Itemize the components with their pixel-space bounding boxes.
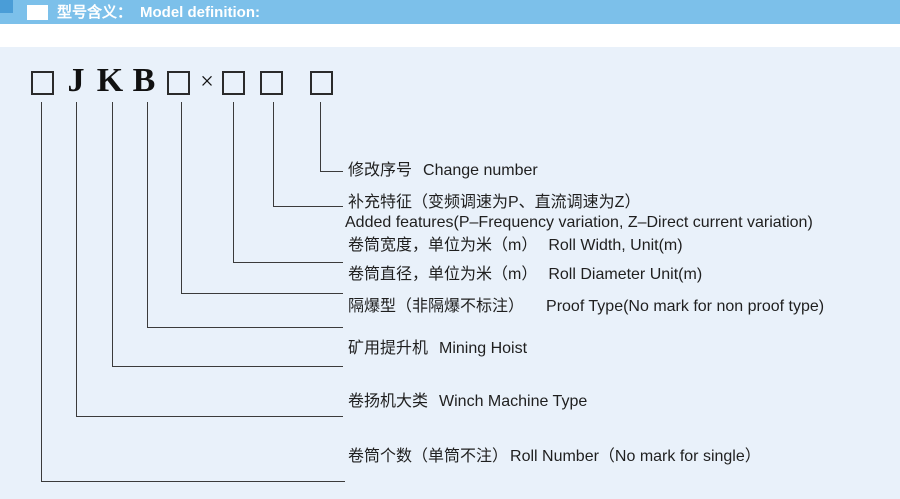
label-change-number-en: Change number bbox=[423, 162, 538, 179]
label-mining-hoist-en: Mining Hoist bbox=[439, 340, 528, 357]
model-box-diameter bbox=[167, 71, 190, 95]
label-change-number: 修改序号 Change number bbox=[348, 161, 538, 181]
label-winch-type-en: Winch Machine Type bbox=[439, 393, 588, 410]
label-roll-diameter-zh: 卷筒直径，单位为米（m） bbox=[348, 266, 538, 283]
label-proof-type: 隔爆型（非隔爆不标注） Proof Type(No mark for non pr… bbox=[348, 297, 824, 317]
corner-accent-square bbox=[0, 0, 13, 13]
label-winch-type: 卷扬机大类 Winch Machine Type bbox=[348, 392, 587, 412]
connector-added-features bbox=[273, 102, 343, 207]
label-mining-hoist-zh: 矿用提升机 bbox=[348, 340, 429, 357]
connector-winch-type bbox=[76, 102, 343, 417]
model-box-width bbox=[222, 71, 245, 95]
label-roll-number-en: Roll Number（No mark for single） bbox=[510, 448, 761, 465]
label-roll-number: 卷筒个数（单筒不注）Roll Number（No mark for single… bbox=[348, 447, 761, 467]
label-added-features: 补充特征（变频调速为P、直流调速为Z） Added features(P–Freq… bbox=[345, 193, 813, 233]
label-roll-width: 卷筒宽度，单位为米（m） Roll Width, Unit(m) bbox=[348, 236, 683, 256]
model-box-roll-number bbox=[31, 71, 54, 95]
connector-mining-hoist bbox=[112, 102, 343, 367]
label-roll-diameter-en: Roll Diameter Unit(m) bbox=[548, 266, 703, 283]
label-added-features-zh: 补充特征（变频调速为P、直流调速为Z） bbox=[348, 194, 641, 211]
label-proof-type-zh: 隔爆型（非隔爆不标注） bbox=[348, 298, 525, 315]
connector-change-number bbox=[320, 102, 343, 172]
multiply-sign: × bbox=[200, 69, 214, 95]
white-square-icon bbox=[27, 5, 48, 20]
section-header-bar: 型号含义： Model definition: bbox=[0, 0, 900, 24]
connector-roll-number bbox=[41, 102, 345, 482]
connector-roll-diameter bbox=[181, 102, 343, 294]
label-roll-diameter: 卷筒直径，单位为米（m） Roll Diameter Unit(m) bbox=[348, 265, 702, 285]
label-winch-type-zh: 卷扬机大类 bbox=[348, 393, 429, 410]
connector-roll-width bbox=[233, 102, 343, 263]
label-proof-type-en: Proof Type(No mark for non proof type) bbox=[546, 298, 825, 315]
connector-proof-type bbox=[147, 102, 343, 328]
model-letter-b: B bbox=[132, 62, 156, 99]
section-title: 型号含义： Model definition: bbox=[57, 0, 260, 24]
label-roll-width-zh: 卷筒宽度，单位为米（m） bbox=[348, 237, 538, 254]
label-roll-width-en: Roll Width, Unit(m) bbox=[548, 237, 683, 254]
label-mining-hoist: 矿用提升机 Mining Hoist bbox=[348, 339, 527, 359]
model-letter-j: J bbox=[67, 62, 85, 99]
section-title-en: Model definition: bbox=[140, 4, 260, 21]
model-letter-k: K bbox=[96, 62, 124, 99]
label-added-features-en: Added features(P–Frequency variation, Z–… bbox=[345, 214, 813, 231]
label-roll-number-zh: 卷筒个数（单筒不注） bbox=[348, 448, 509, 465]
label-change-number-zh: 修改序号 bbox=[348, 162, 413, 179]
model-box-change-number bbox=[310, 71, 333, 95]
header-spacer-band bbox=[0, 24, 900, 47]
model-box-added-feature bbox=[260, 71, 283, 95]
section-title-zh: 型号含义： bbox=[57, 4, 133, 21]
